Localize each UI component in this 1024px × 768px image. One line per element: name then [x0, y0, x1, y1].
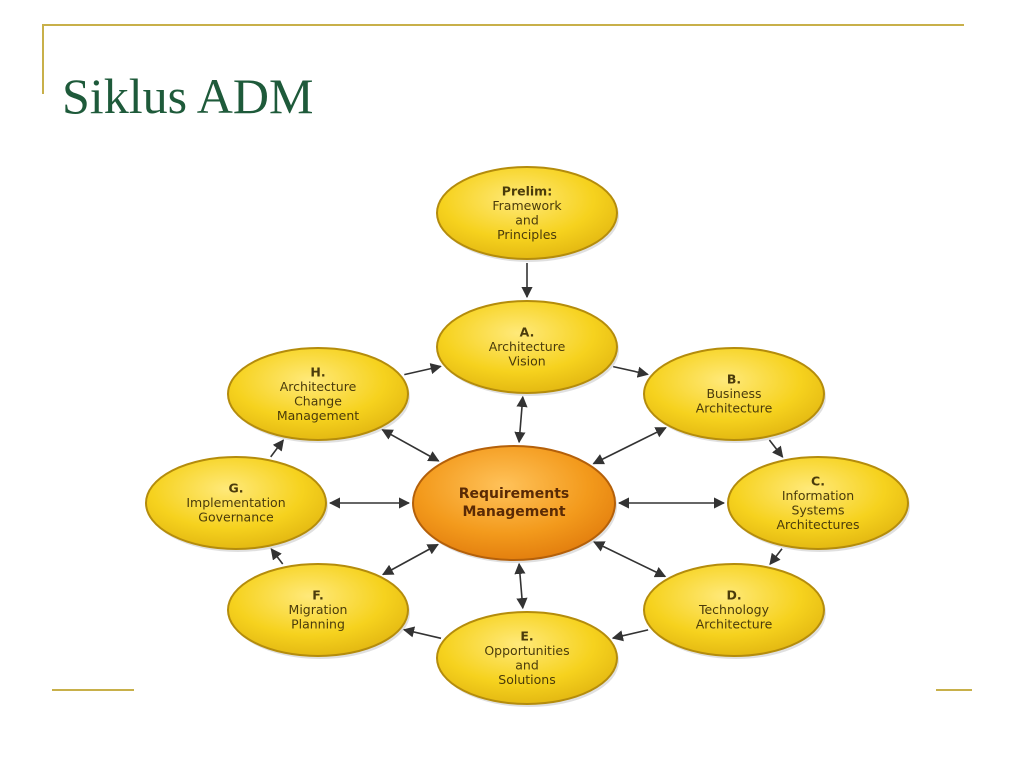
- node-f-label-line: Planning: [291, 617, 345, 632]
- node-ellipse: [436, 300, 618, 394]
- bottom-right-rule: [936, 689, 972, 691]
- left-rule: [42, 24, 44, 94]
- slide-title: Siklus ADM: [62, 68, 314, 124]
- node-ellipse: [727, 456, 909, 550]
- arrow-d-to-e: [611, 629, 649, 642]
- arrow-c-to-d: [769, 548, 783, 566]
- node-prelim-label-line: Prelim:: [502, 183, 552, 198]
- node-g-label-line: G.: [228, 481, 243, 496]
- node-a-label-line: Vision: [508, 354, 545, 369]
- node-c-label-line: C.: [811, 473, 825, 488]
- arrow-b-requirements: [592, 427, 667, 465]
- arrow-h-to-a: [404, 363, 442, 376]
- node-h-label-line: Change: [294, 393, 342, 408]
- node-layer: Prelim:FrameworkandPrinciplesA.Architect…: [145, 166, 910, 707]
- arrow-e-to-f: [402, 626, 442, 640]
- node-a-label-line: A.: [520, 325, 535, 340]
- node-ellipse: [145, 456, 327, 550]
- node-f-label-line: F.: [312, 588, 323, 603]
- node-ellipse: [227, 347, 409, 441]
- node-e-label-line: E.: [520, 628, 533, 643]
- node-c-label-line: Architectures: [776, 517, 859, 532]
- node-prelim-label-line: Framework: [492, 198, 562, 213]
- node-ellipse: [227, 563, 409, 657]
- node-g-label-line: Governance: [198, 510, 274, 525]
- bottom-left-rule: [52, 689, 134, 691]
- node-ellipse: [643, 347, 825, 441]
- node-b-label-line: B.: [727, 372, 741, 387]
- node-requirements-label-line: Requirements: [459, 486, 570, 502]
- node-ellipse: [436, 611, 618, 705]
- arrow-b-to-c: [768, 439, 784, 458]
- node-ellipse: [412, 445, 616, 561]
- arrow-a-requirements: [514, 395, 528, 444]
- node-requirements-label-line: Management: [462, 504, 565, 520]
- node-ellipse: [436, 166, 618, 260]
- node-h-label-line: Architecture: [280, 379, 357, 394]
- arrow-f-requirements: [382, 543, 439, 576]
- node-d-label-line: Technology: [698, 602, 770, 617]
- node-h-label-line: Management: [277, 408, 359, 423]
- node-b-label-line: Business: [706, 386, 761, 401]
- node-prelim-label-line: and: [515, 212, 539, 227]
- node-e-label-line: Opportunities: [484, 643, 569, 658]
- node-e-label-line: Solutions: [498, 672, 555, 687]
- node-b-label-line: Architecture: [696, 401, 773, 416]
- arrow-f-to-g: [270, 548, 284, 565]
- arrow-d-requirements: [593, 541, 667, 578]
- node-c-label-line: Information: [782, 488, 854, 503]
- node-e-label-line: and: [515, 657, 539, 672]
- node-ellipse: [643, 563, 825, 657]
- node-d-label-line: Architecture: [696, 617, 773, 632]
- node-prelim-label-line: Principles: [497, 227, 557, 242]
- node-g-label-line: Implementation: [186, 495, 285, 510]
- arrow-a-to-b: [613, 365, 649, 378]
- node-h-label-line: H.: [310, 364, 325, 379]
- node-d-label-line: D.: [726, 588, 741, 603]
- node-f-label-line: Migration: [289, 602, 348, 617]
- arrow-layer: [270, 263, 784, 642]
- top-rule: [42, 24, 964, 26]
- arrow-g-to-h: [270, 439, 284, 458]
- arrow-e-requirements: [514, 562, 528, 610]
- node-c-label-line: Systems: [791, 502, 844, 517]
- arrow-h-requirements: [381, 429, 440, 462]
- node-a-label-line: Architecture: [489, 339, 566, 354]
